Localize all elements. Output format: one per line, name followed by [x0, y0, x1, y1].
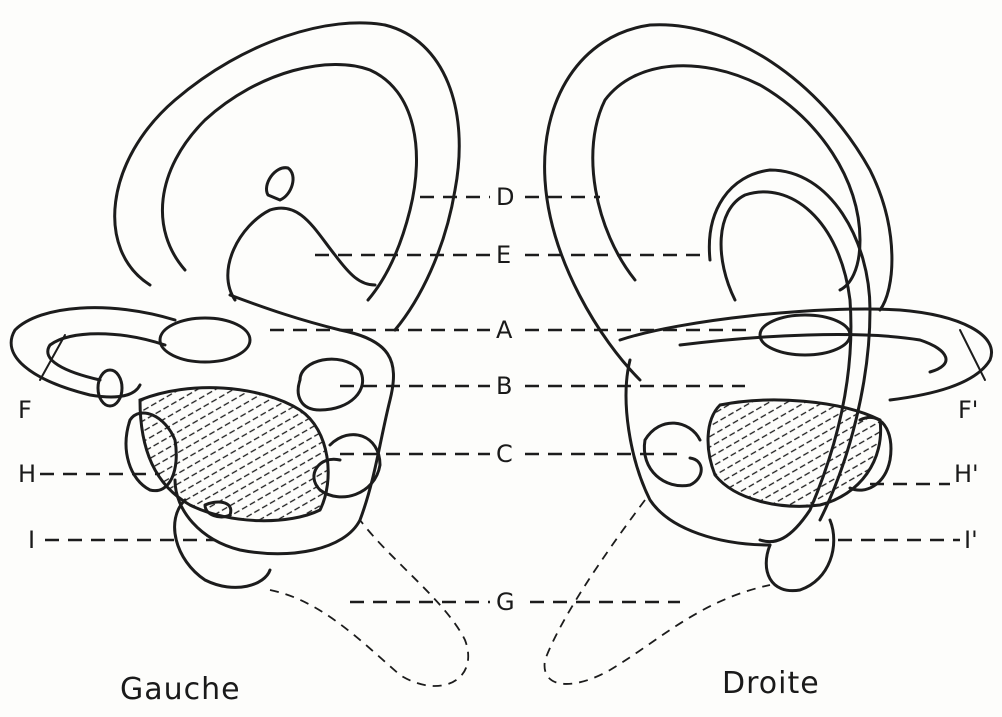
caption-right: Droite: [722, 666, 820, 701]
caption-left: Gauche: [120, 672, 241, 707]
label-I: I: [28, 526, 35, 554]
label-H-prime: H': [954, 460, 979, 488]
label-C: C: [496, 440, 513, 468]
right-labyrinth: [545, 25, 992, 684]
label-I-prime: I': [964, 526, 978, 554]
left-labyrinth: [11, 23, 468, 686]
label-F: F: [18, 396, 32, 424]
label-A: A: [496, 316, 513, 344]
left-hatched-region: [140, 388, 328, 521]
label-B: B: [496, 372, 512, 400]
label-H: H: [18, 460, 36, 488]
label-E: E: [496, 241, 511, 269]
label-G: G: [496, 588, 515, 616]
label-D: D: [496, 183, 514, 211]
left-lateral-canal: [11, 308, 175, 397]
left-superior-canal: [115, 23, 460, 330]
label-F-prime: F': [958, 396, 978, 424]
